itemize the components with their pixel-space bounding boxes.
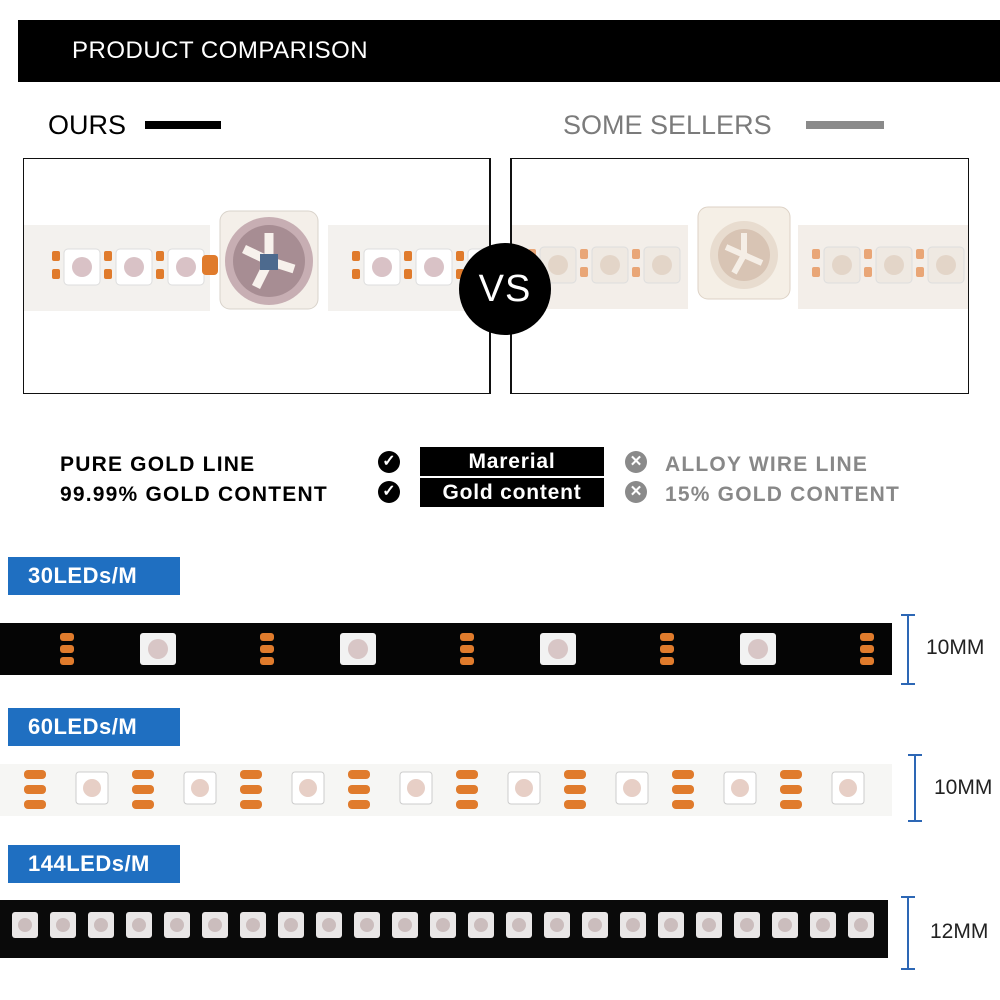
ours-label: OURS xyxy=(48,110,127,140)
ours-material-text: PURE GOLD LINE xyxy=(60,453,256,476)
header-bar xyxy=(18,20,1000,82)
width-dimension-bracket xyxy=(908,754,922,822)
cross-icon: ✕ xyxy=(625,481,647,503)
density-tag-60: 60LEDs/M xyxy=(8,708,180,746)
sellers-material-text: ALLOY WIRE LINE xyxy=(665,453,869,476)
width-label-30: 10MM xyxy=(926,636,985,659)
cross-icon: ✕ xyxy=(625,451,647,473)
page-title: PRODUCT COMPARISON xyxy=(72,37,369,64)
sellers-strip-photo xyxy=(512,195,968,319)
ours-gold-text: 99.99% GOLD CONTENT xyxy=(60,483,328,506)
check-icon: ✓ xyxy=(378,481,400,503)
width-dimension-bracket xyxy=(901,614,915,685)
ours-legend-line xyxy=(145,121,221,129)
width-label-60: 10MM xyxy=(934,776,993,799)
sellers-gold-text: 15% GOLD CONTENT xyxy=(665,483,901,506)
width-dimension-bracket xyxy=(901,896,915,970)
led-strip-144 xyxy=(0,896,888,962)
vs-badge: VS xyxy=(459,243,551,335)
led-strip-60 xyxy=(0,758,892,822)
sellers-strip-panel xyxy=(511,158,969,394)
density-tag-30: 30LEDs/M xyxy=(8,557,180,595)
ours-strip-photo xyxy=(24,183,489,325)
ours-strip-panel xyxy=(23,158,490,394)
sellers-legend-line xyxy=(806,121,884,129)
gold-content-header: Gold content xyxy=(420,478,604,507)
led-strip-30 xyxy=(0,619,892,679)
check-icon: ✓ xyxy=(378,451,400,473)
material-header: Marerial xyxy=(420,447,604,476)
density-tag-144: 144LEDs/M xyxy=(8,845,180,883)
sellers-label: SOME SELLERS xyxy=(563,110,772,140)
width-label-144: 12MM xyxy=(930,920,989,943)
